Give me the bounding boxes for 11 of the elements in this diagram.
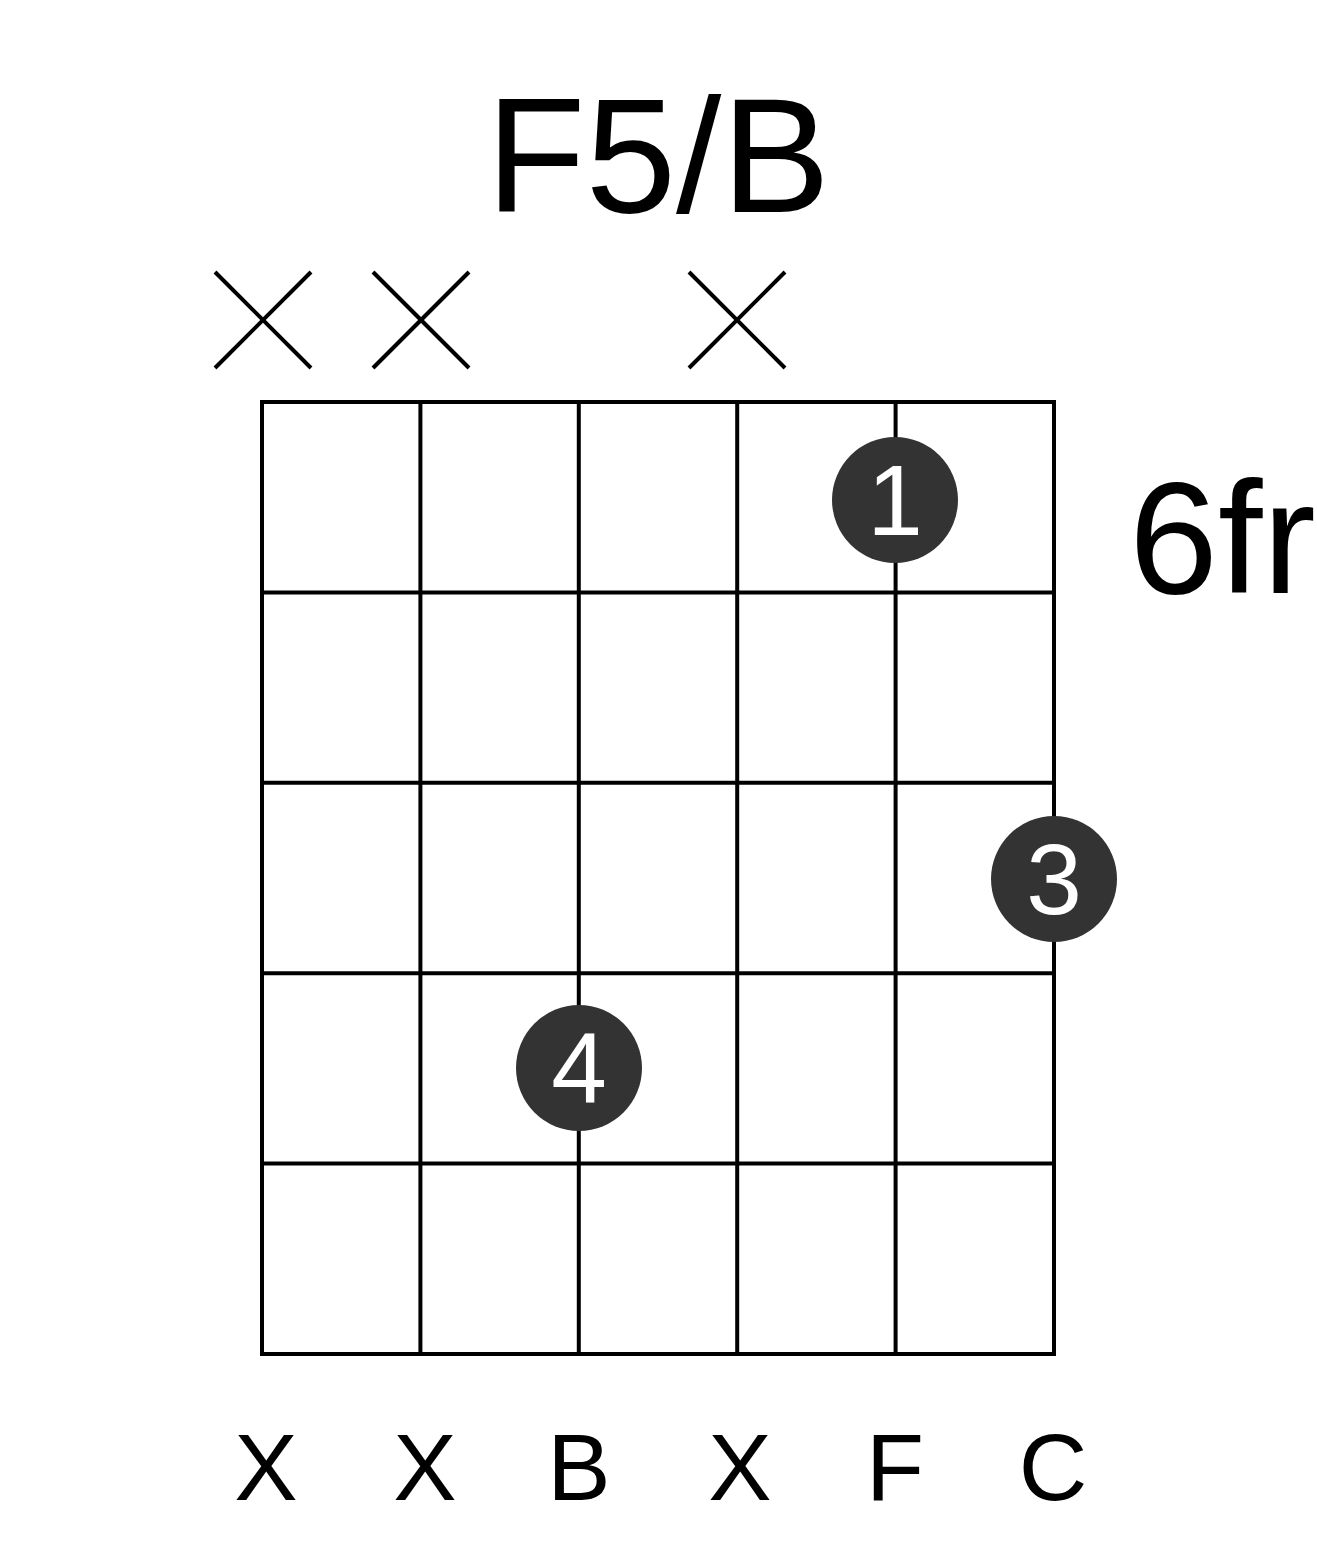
string-note-label: X	[707, 1420, 773, 1515]
string-note-label: B	[546, 1420, 612, 1515]
fret-position-label: 6fr	[1129, 458, 1316, 618]
string-note-label: X	[392, 1420, 458, 1515]
chord-title: F5/B	[484, 74, 832, 237]
string-note-label: X	[233, 1420, 299, 1515]
finger-dot: 4	[516, 1005, 642, 1131]
string-note-label: F	[865, 1420, 925, 1515]
string-note-label: C	[1017, 1420, 1089, 1515]
finger-dot: 3	[991, 816, 1117, 942]
finger-dot: 1	[832, 437, 958, 563]
